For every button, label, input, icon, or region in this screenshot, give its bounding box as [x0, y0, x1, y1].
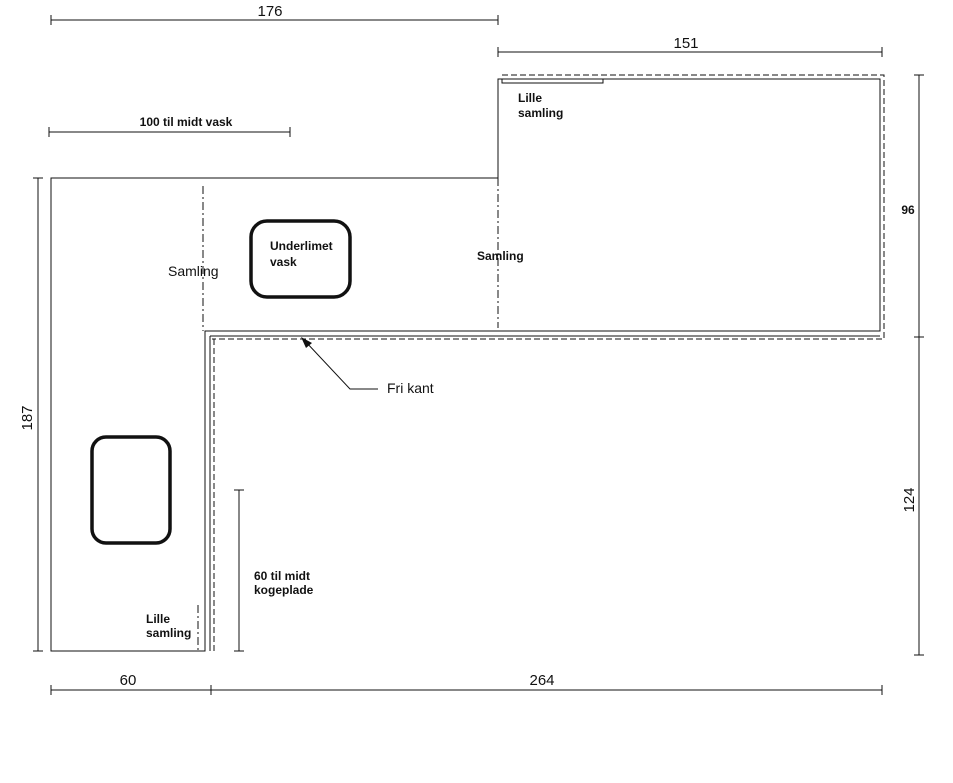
- dimension-right: 96 124: [901, 74, 924, 656]
- label-sink-line1: Underlimet: [270, 239, 333, 253]
- label-free-edge: Fri kant: [387, 380, 434, 396]
- sink-outline: [249, 219, 352, 299]
- arrow-head-icon: [301, 337, 312, 348]
- label-joint-left: Samling: [168, 263, 219, 279]
- dimension-right-upper-label: 96: [901, 203, 915, 217]
- label-small-joint-top-line2: samling: [518, 106, 563, 120]
- free-edge-leader: Fri kant: [301, 337, 434, 396]
- dimension-left: 187: [19, 177, 43, 652]
- dimension-top-right-label: 151: [673, 35, 698, 52]
- dimension-bottom-right-label: 264: [529, 672, 554, 689]
- dimension-hob-offset-line2: kogeplade: [254, 583, 314, 597]
- dimension-sink-offset: 100 til midt vask: [48, 115, 291, 137]
- countertop-outline: [50, 74, 885, 652]
- dimension-top-total: 176: [50, 3, 499, 25]
- dimension-bottom: 60 264: [50, 672, 883, 695]
- label-joint-middle: Samling: [477, 249, 524, 263]
- label-small-joint-bottom-line2: samling: [146, 626, 191, 640]
- dimension-bottom-left-label: 60: [120, 672, 137, 689]
- label-sink-line2: vask: [270, 255, 297, 269]
- dimension-hob-offset: 60 til midt kogeplade: [234, 489, 314, 652]
- dimension-hob-offset-line1: 60 til midt: [254, 569, 310, 583]
- label-small-joint-top-line1: Lille: [518, 91, 542, 105]
- dimension-right-lower-label: 124: [901, 487, 918, 512]
- dimension-left-label: 187: [19, 405, 36, 430]
- dimension-top-total-label: 176: [257, 3, 282, 20]
- dimension-sink-offset-label: 100 til midt vask: [140, 115, 233, 129]
- hob-outline: [90, 435, 172, 545]
- label-small-joint-bottom-line1: Lille: [146, 612, 170, 626]
- dimension-top-right: 151: [497, 35, 883, 57]
